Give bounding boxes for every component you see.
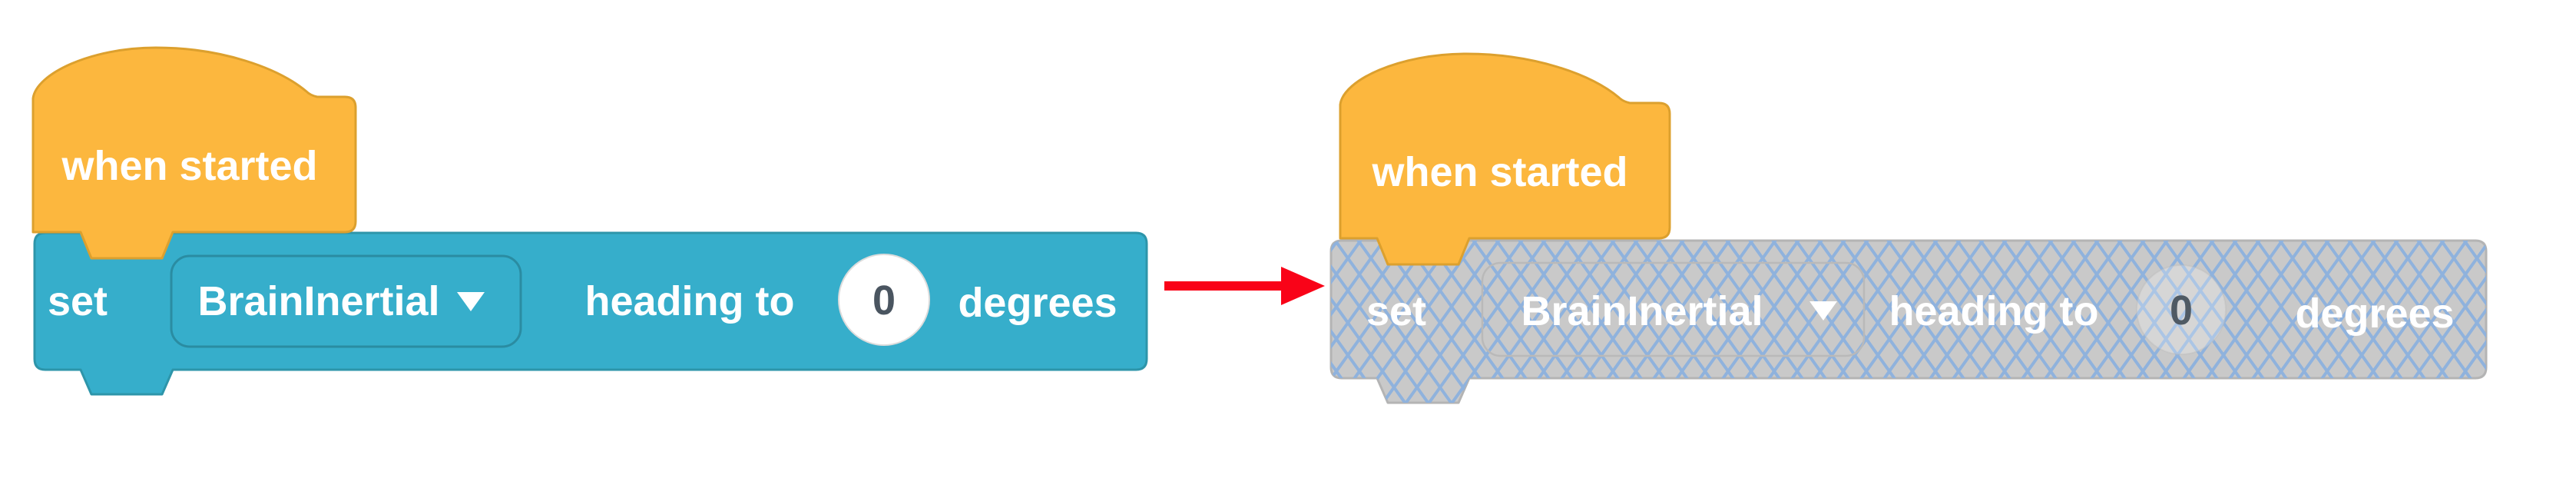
- number-input-disabled: [2136, 264, 2227, 355]
- dropdown-caret-icon: [457, 292, 485, 311]
- property-label: heading to: [1889, 288, 2099, 334]
- set-label: set: [48, 278, 108, 324]
- disabled-crosshatch-overlay: [1331, 241, 2486, 403]
- dropdown-value[interactable]: BrainInertial: [197, 278, 439, 324]
- unit-label: degrees: [2295, 291, 2454, 337]
- input-value[interactable]: 0: [872, 277, 896, 324]
- transition-arrow-icon: [1164, 267, 1325, 305]
- hat-label: when started: [61, 143, 317, 189]
- device-dropdown[interactable]: [170, 254, 522, 348]
- right-block-stack: when started set BrainInertial heading t…: [1329, 52, 2488, 404]
- set-label: set: [1366, 288, 1426, 334]
- left-block-stack: when started set BrainInertial heading t…: [31, 46, 1148, 396]
- device-dropdown-disabled: [1481, 261, 1866, 357]
- dropdown-caret-icon: [1809, 301, 1837, 321]
- number-input[interactable]: [838, 254, 930, 346]
- dropdown-value: BrainInertial: [1521, 288, 1763, 334]
- hat-block[interactable]: [31, 46, 357, 260]
- input-value: 0: [2170, 287, 2193, 334]
- unit-label: degrees: [958, 280, 1117, 326]
- hat-block[interactable]: [1339, 52, 1671, 266]
- property-label: heading to: [585, 278, 795, 324]
- hat-label: when started: [1371, 149, 1627, 195]
